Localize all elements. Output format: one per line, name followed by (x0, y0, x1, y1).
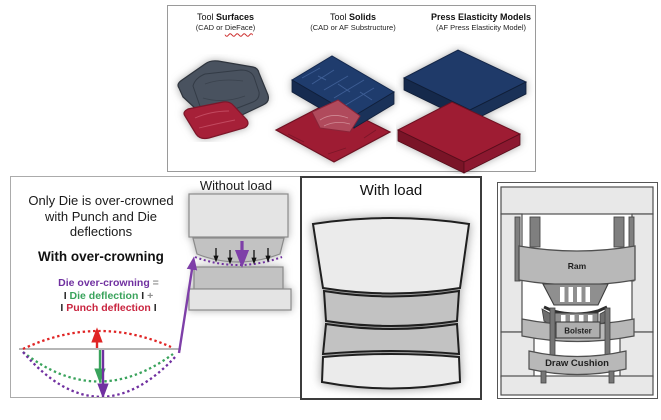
tool-surfaces-subtitle: (CAD or DieFace) (173, 23, 278, 32)
over-crown-dotted-curve (194, 256, 283, 266)
ram-block (188, 193, 289, 238)
tool-solids-subtitle: (CAD or AF Substructure) (310, 23, 396, 33)
die-rib-slots (560, 287, 590, 302)
title-prefix: Tool (196, 12, 216, 22)
column-header-tool-surfaces: Tool Surfaces (CAD or DieFace) (173, 12, 278, 33)
press-elasticity-title: Press Elasticity Models (426, 12, 536, 23)
cast-die-bump (311, 99, 361, 133)
surface-detail-lines (202, 79, 246, 101)
die-over-crowning-curve (22, 351, 178, 397)
tool-surfaces-title: Tool Surfaces (173, 12, 278, 23)
press-elasticity-subtitle: (AF Press Elasticity Model) (435, 23, 527, 33)
riser-rib-slots (561, 315, 593, 324)
upper-die-loaded (322, 289, 461, 327)
title-bold: Solids (349, 12, 377, 22)
abs-bar: I (150, 302, 157, 314)
heading-line-2: with Punch and Die (44, 208, 157, 224)
ram-label: Ram (568, 261, 587, 271)
right-inner-rod (613, 216, 625, 248)
tool-solids-image (274, 55, 395, 163)
heading-line-3: deflections (69, 224, 133, 239)
with-load-panel: With load (300, 176, 482, 400)
draw-cushion-label: Draw Cushion (545, 358, 609, 369)
over-crowning-equation: Die over-crowning = I Die deflection I +… (11, 277, 206, 315)
bolster-label-box (555, 321, 601, 339)
column-header-tool-solids: Tool Solids (CAD or AF Substructure) (293, 12, 413, 33)
upper-die-block (192, 237, 285, 263)
equation-line-2: I Die deflection I + (11, 290, 206, 303)
over-crowning-pointer-arrow (177, 256, 198, 354)
column-header-press-elasticity: Press Elasticity Models (AF Press Elasti… (426, 12, 536, 33)
left-inner-rod (529, 216, 541, 248)
load-arrows-small (213, 248, 271, 265)
red-surface-highlights (194, 110, 236, 129)
over-crowning-panel: Only Die is over-crowned with Punch and … (10, 176, 302, 398)
press-schematic-diagram: Ram Bolster Draw Cushion (500, 186, 654, 396)
die-deflection-curve (22, 351, 174, 383)
draw-cushion-band (528, 350, 627, 376)
with-load-title: With load (359, 182, 423, 199)
lower-die-surface-shape (183, 101, 249, 140)
red-slab-right-face (463, 133, 521, 174)
title-prefix: Tool (329, 12, 349, 22)
tooling-models-panel: Tool Surfaces (CAD or DieFace) Tool Soli… (167, 5, 536, 174)
upper-die-ribbed (542, 283, 609, 306)
bolster-label: Bolster (564, 327, 592, 336)
punch-block (193, 266, 284, 290)
plus-operator: + (147, 289, 154, 302)
ram-block-loaded (311, 217, 471, 295)
press-stack-without-load (188, 193, 292, 311)
press-stack-with-load (311, 217, 471, 390)
punch-deflection-term: Punch deflection (66, 302, 151, 314)
abs-bar: I (60, 302, 67, 314)
punch-loaded (321, 322, 461, 356)
sub-misspelled-word: DieFace (224, 23, 253, 33)
die-deflection-term: Die deflection (69, 289, 139, 302)
abs-bar: I (138, 289, 148, 302)
without-load-diagram (19, 193, 292, 397)
bed-bar (500, 375, 654, 396)
die-over-crowning-term: Die over-crowning (58, 277, 150, 289)
press-schematic-panel: Ram Bolster Draw Cushion (497, 182, 658, 399)
right-lower-pin (608, 370, 615, 384)
title-bold: Press Elasticity Models (430, 12, 532, 22)
bump-highlights (319, 115, 351, 127)
tool-solids-title: Tool Solids (293, 12, 413, 23)
solid-texture-lines (301, 67, 375, 107)
equals-operator: = (149, 277, 159, 289)
bolster-loaded (320, 353, 462, 390)
lower-pins (540, 370, 615, 384)
heading-line-1: Only Die is over-crowned (28, 193, 174, 208)
title-bold: Surfaces (215, 12, 255, 22)
sub-prefix: (CAD or (195, 23, 225, 33)
equation-line-3: I Punch deflection I (11, 302, 206, 315)
plate-detail-lines (287, 129, 377, 155)
tool-surfaces-image (177, 60, 270, 140)
bolster-block (188, 288, 292, 311)
sub-suffix: ) (252, 23, 256, 33)
abs-bar: I (63, 289, 70, 302)
equation-line-1: Die over-crowning = (11, 277, 206, 290)
left-lower-pin (540, 370, 547, 384)
over-crowning-heading: Only Die is over-crowned with Punch and … (11, 193, 191, 240)
with-over-crowning-subheading: With over-crowning (38, 249, 164, 264)
press-elasticity-image (396, 49, 528, 174)
lower-solid-plate (274, 101, 392, 163)
without-load-title: Without load (199, 178, 273, 193)
with-load-diagram (311, 217, 471, 390)
crown-bar (500, 186, 654, 215)
